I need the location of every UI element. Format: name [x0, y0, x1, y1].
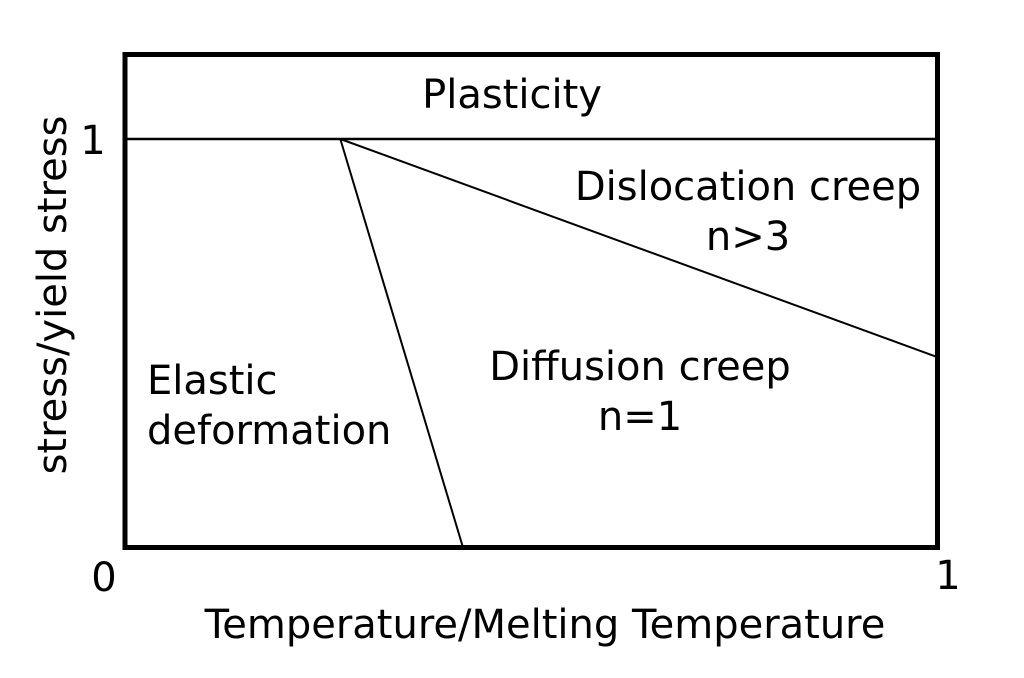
region-boundaries [125, 137, 938, 548]
plot-frame [122, 52, 940, 550]
region-sublabel-text: n=1 [597, 394, 683, 440]
region-label-elastic-deformation: Elastic deformation [147, 358, 392, 454]
region-label-dislocation-creep: Dislocation creep n>3 [575, 162, 921, 262]
elastic-diffusion-boundary [339, 138, 464, 548]
region-label-text: Plasticity [422, 72, 602, 118]
x-axis-tick-1: 1 [935, 553, 961, 599]
region-label-text: Diffusion creep [489, 344, 791, 390]
region-label-diffusion-creep: Diffusion creep n=1 [489, 342, 790, 442]
y-axis-tick-1: 1 [80, 118, 106, 164]
y-axis-label: stress/yield stress [30, 115, 76, 475]
region-label-plasticity: Plasticity [422, 70, 602, 120]
region-sublabel-text: n>3 [705, 214, 791, 260]
x-axis-tick-0: 0 [91, 555, 117, 601]
region-label-text: Dislocation creep [574, 164, 922, 210]
dislocation-diffusion-boundary [339, 138, 938, 359]
x-axis-label: Temperature/Melting Temperature [204, 602, 886, 648]
